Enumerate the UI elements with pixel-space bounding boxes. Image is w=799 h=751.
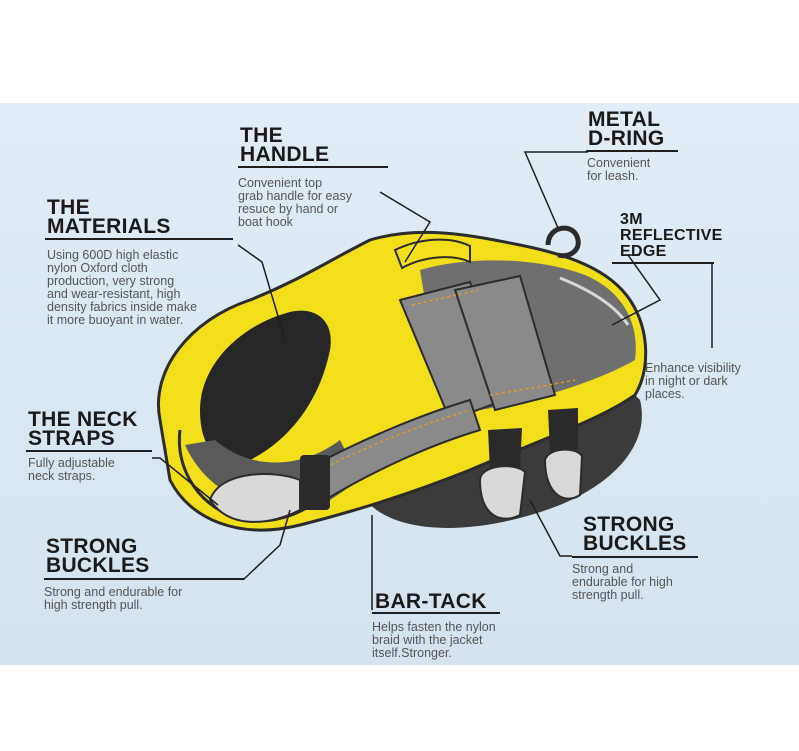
d-ring bbox=[545, 225, 581, 259]
buckles-right-title: STRONG BUCKLES bbox=[583, 513, 687, 555]
neck-straps-title: THE NECK STRAPS bbox=[28, 408, 138, 450]
d-ring-title: METAL D-RING bbox=[588, 108, 665, 150]
handle-title: THE HANDLE bbox=[240, 124, 330, 166]
d-ring-description: Convenient for leash. bbox=[587, 156, 651, 183]
reflective-edge-title: 3M REFLECTIVE EDGE bbox=[620, 211, 723, 260]
body-straps bbox=[303, 274, 576, 502]
buckles-left-description: Strong and endurable for high strength p… bbox=[44, 585, 183, 612]
bar-tack-description: Helps fasten the nylon braid with the ja… bbox=[372, 620, 496, 660]
handle-divider bbox=[238, 166, 388, 168]
bar-tack-title: BAR-TACK bbox=[375, 590, 487, 613]
neck-opening bbox=[200, 310, 331, 463]
materials-description: Using 600D high elastic nylon Oxford clo… bbox=[47, 248, 198, 327]
d-ring-divider bbox=[586, 150, 678, 152]
handle-description: Convenient top grab handle for easy resu… bbox=[238, 176, 352, 229]
neck-straps-divider bbox=[26, 450, 152, 452]
buckles-left-title: STRONG BUCKLES bbox=[46, 535, 150, 577]
buckles-right-divider bbox=[572, 556, 698, 558]
reflective-edge-divider bbox=[612, 262, 714, 264]
buckles-right-description: Strong and endurable for high strength p… bbox=[572, 562, 673, 602]
reflective-edge-description: Enhance visibility in night or dark plac… bbox=[645, 361, 741, 401]
materials-title: THE MATERIALS bbox=[47, 196, 171, 238]
buckles-left-divider bbox=[44, 578, 244, 580]
materials-divider bbox=[45, 238, 233, 240]
neck-straps-description: Fully adjustable neck straps. bbox=[28, 456, 115, 483]
buckles bbox=[208, 408, 584, 523]
bar-tack-divider bbox=[372, 612, 500, 614]
